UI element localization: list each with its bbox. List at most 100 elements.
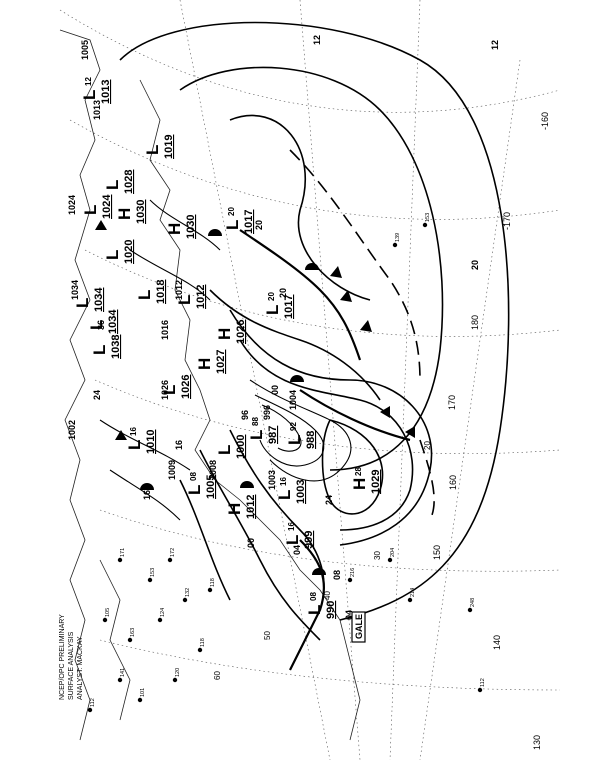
station-dot [147,577,153,583]
pressure-center-value: 1017 [283,295,295,319]
pressure-center-symbol: L [80,90,99,100]
pressure-center-speed: 88 [251,417,260,426]
isobar-label: 1004 [288,390,298,410]
station-plot: 171 [117,548,126,563]
pressure-center-value: 1005 [205,475,217,499]
pressure-center-symbol: L [87,320,106,330]
station-plot: 118 [207,578,216,593]
gale-label: GALE [354,614,364,639]
pressure-center-symbol: L [103,180,122,190]
isobar-label: 1008 [208,460,218,480]
pressure-center-value: 1026 [180,375,192,399]
isobar-label: 1012 [174,280,184,300]
station-dot [467,607,473,613]
station-value: 112 [90,698,96,707]
isobar-label: 1003 [267,470,277,490]
isobar-label: 1016 [160,320,170,340]
pressure-center-value: 1010 [145,430,157,454]
pressure-center-speed: 08 [309,592,318,601]
isobar-label: 1024 [67,195,77,215]
pressure-center-symbol: L [285,435,304,445]
station-value: 120 [175,668,181,677]
pressure-center-symbol: L [125,440,144,450]
pressure-center-value: 1000 [235,435,247,459]
pressure-center-symbol: L [73,298,92,308]
station-value: 112 [480,678,486,687]
station-plot: 124 [157,608,166,623]
isobar-label: 20 [278,288,288,298]
pressure-center-symbol: L [103,250,122,260]
isobar-label: 12 [312,35,322,45]
pressure-center-value: 1012 [245,495,257,519]
pressure-center-value: 1012 [195,285,207,309]
pressure-center-value: 1003 [295,480,307,504]
station-dot [387,557,393,563]
pressure-center-value: 987 [267,426,279,444]
longitude-label: 180 [470,315,480,330]
longitude-label: 150 [432,545,442,560]
pressure-center-symbol: L [143,145,162,155]
pressure-center-symbol: L [160,385,179,395]
isobar-label: 20 [470,260,480,270]
pressure-center-value: 1018 [155,280,167,304]
isobar-label: 16 [174,440,184,450]
longitude-label: 160 [448,475,458,490]
pressure-center-value: 1030 [135,200,147,224]
isobar-label: 996 [262,405,272,420]
pressure-center-symbol: H [225,503,244,515]
station-plot: 153 [147,568,156,583]
pressure-center-symbol: L [283,535,302,545]
station-value: 153 [425,213,431,222]
station-value: 141 [120,668,126,677]
pressure-center-value: 1034 [107,309,119,334]
isobar-label: 1026 [160,380,170,400]
isobar-label: 00 [270,385,280,395]
station-value: 153 [150,568,156,577]
station-plot: 153 [422,213,431,228]
longitude-label: 140 [492,635,502,650]
header-line-1: NCEP/OPC PRELIMINARY [59,614,66,700]
pressure-center-value: 1029 [370,470,382,494]
pressure-center-speed: 20 [267,292,276,301]
gale-warning: GALE [351,611,366,643]
station-plot: 204 [387,548,396,563]
isobar-label: 96 [240,410,250,420]
isobar-label: 36 [96,320,106,330]
header-line-2: SURFACE ANALYSIS [68,631,75,700]
station-dot [197,647,203,653]
isobar-label: 16 [142,490,152,500]
isobar-label: 00 [246,538,256,548]
pressure-center-value: 1030 [185,215,197,239]
isobar-label: 24 [92,390,102,400]
station-plot: 163 [127,628,136,643]
longitude-label: -170 [502,212,512,230]
pressure-center-symbol: L [135,290,154,300]
latitude-label: 20 [423,441,432,450]
station-dot [392,242,398,248]
header-line-3: ANALYST: MACKAY [77,636,84,700]
pressure-center-symbol: L [81,205,100,215]
station-value: 216 [350,568,356,577]
isobar-label: 24 [324,495,334,505]
pressure-center-value: 1017 [243,210,255,234]
pressure-center-symbol: L [185,485,204,495]
station-value: 248 [470,598,476,607]
isobar-label: 08 [332,570,342,580]
pressure-center-speed: 16 [279,477,288,486]
station-plot: 216 [347,568,356,583]
pressure-center-symbol: H [215,328,234,340]
